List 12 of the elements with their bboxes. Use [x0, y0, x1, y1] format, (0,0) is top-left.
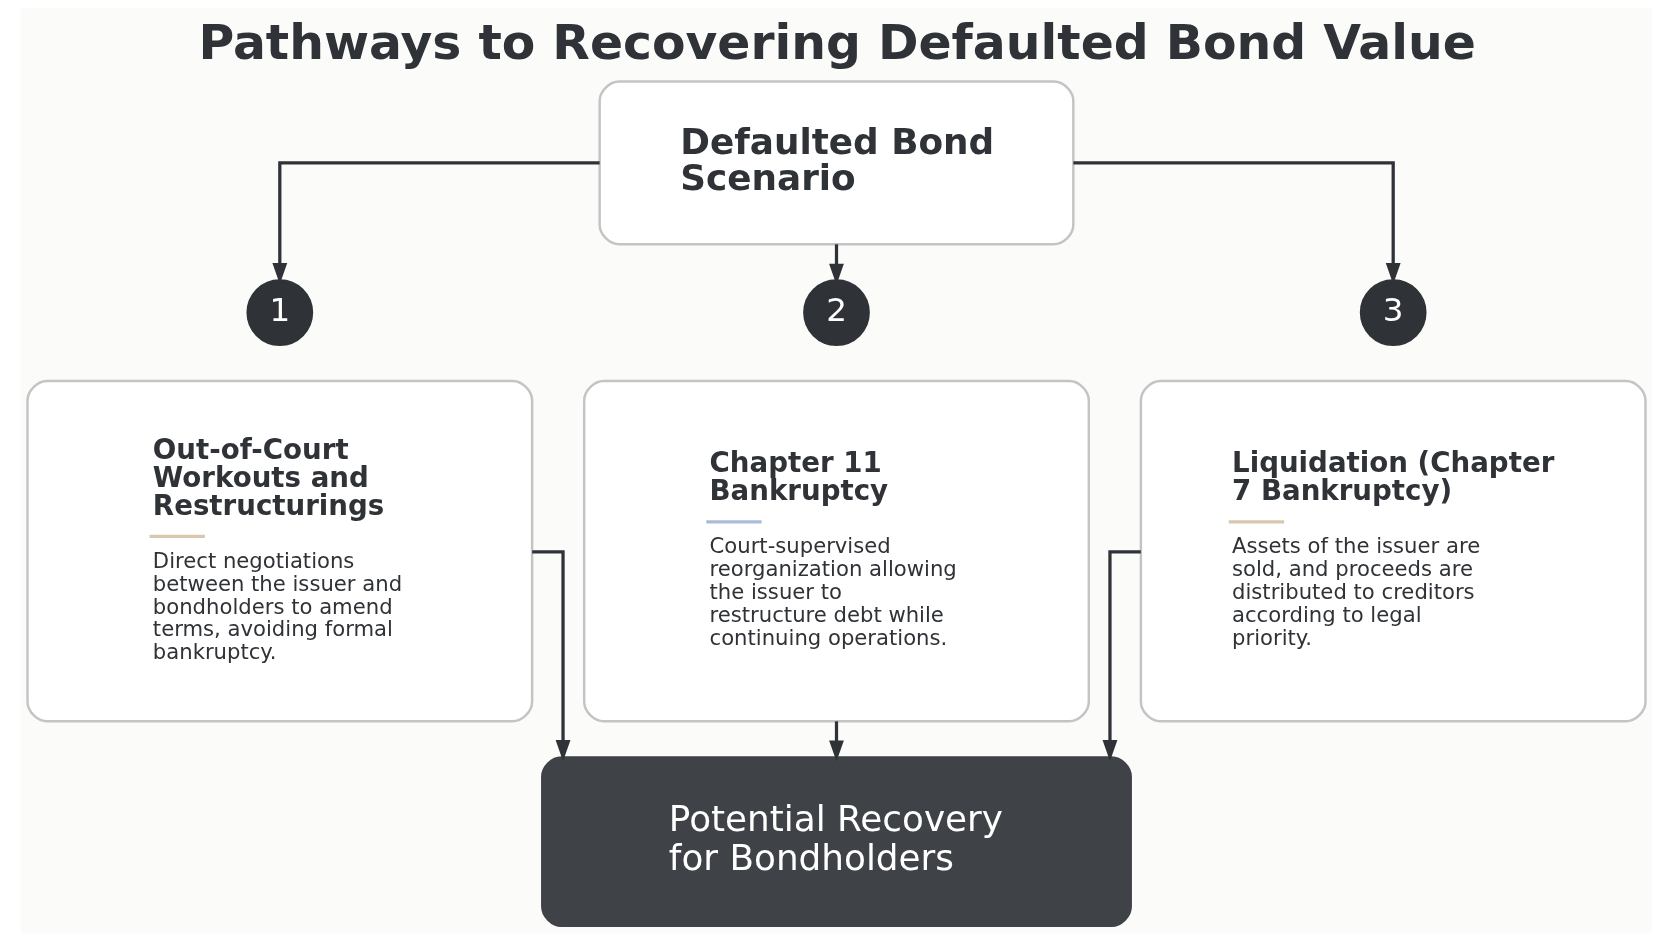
node-box: Defaulted Bond Scenario	[597, 80, 1075, 246]
node-box: Chapter 11 Bankruptcy Court-supervised reorganization allowing the issuer to restructure debt while continuing operations.	[582, 379, 1090, 723]
node-box: Potential Recovery for Bondholders	[540, 756, 1132, 928]
node-circle: 2	[802, 279, 870, 346]
diagram-title: Pathways to Recovering Defaulted Bond Value	[197, 13, 1476, 71]
node-box: Liquidation (Chapter 7 Bankruptcy) Assets of the issuer are sold, and proceeds are distributed to creditors according to legal priority.	[1139, 379, 1647, 723]
arrow	[531, 550, 570, 762]
node-box: Out-of-Court Workouts and Restructurings Direct negotiations between the issuer and bondholders to amend terms, avoiding formal bankruptcy.	[25, 379, 533, 723]
arrow	[828, 721, 844, 762]
node-circle: 3	[1359, 279, 1427, 346]
node-circle: 1	[245, 279, 313, 346]
arrow	[1102, 550, 1141, 762]
